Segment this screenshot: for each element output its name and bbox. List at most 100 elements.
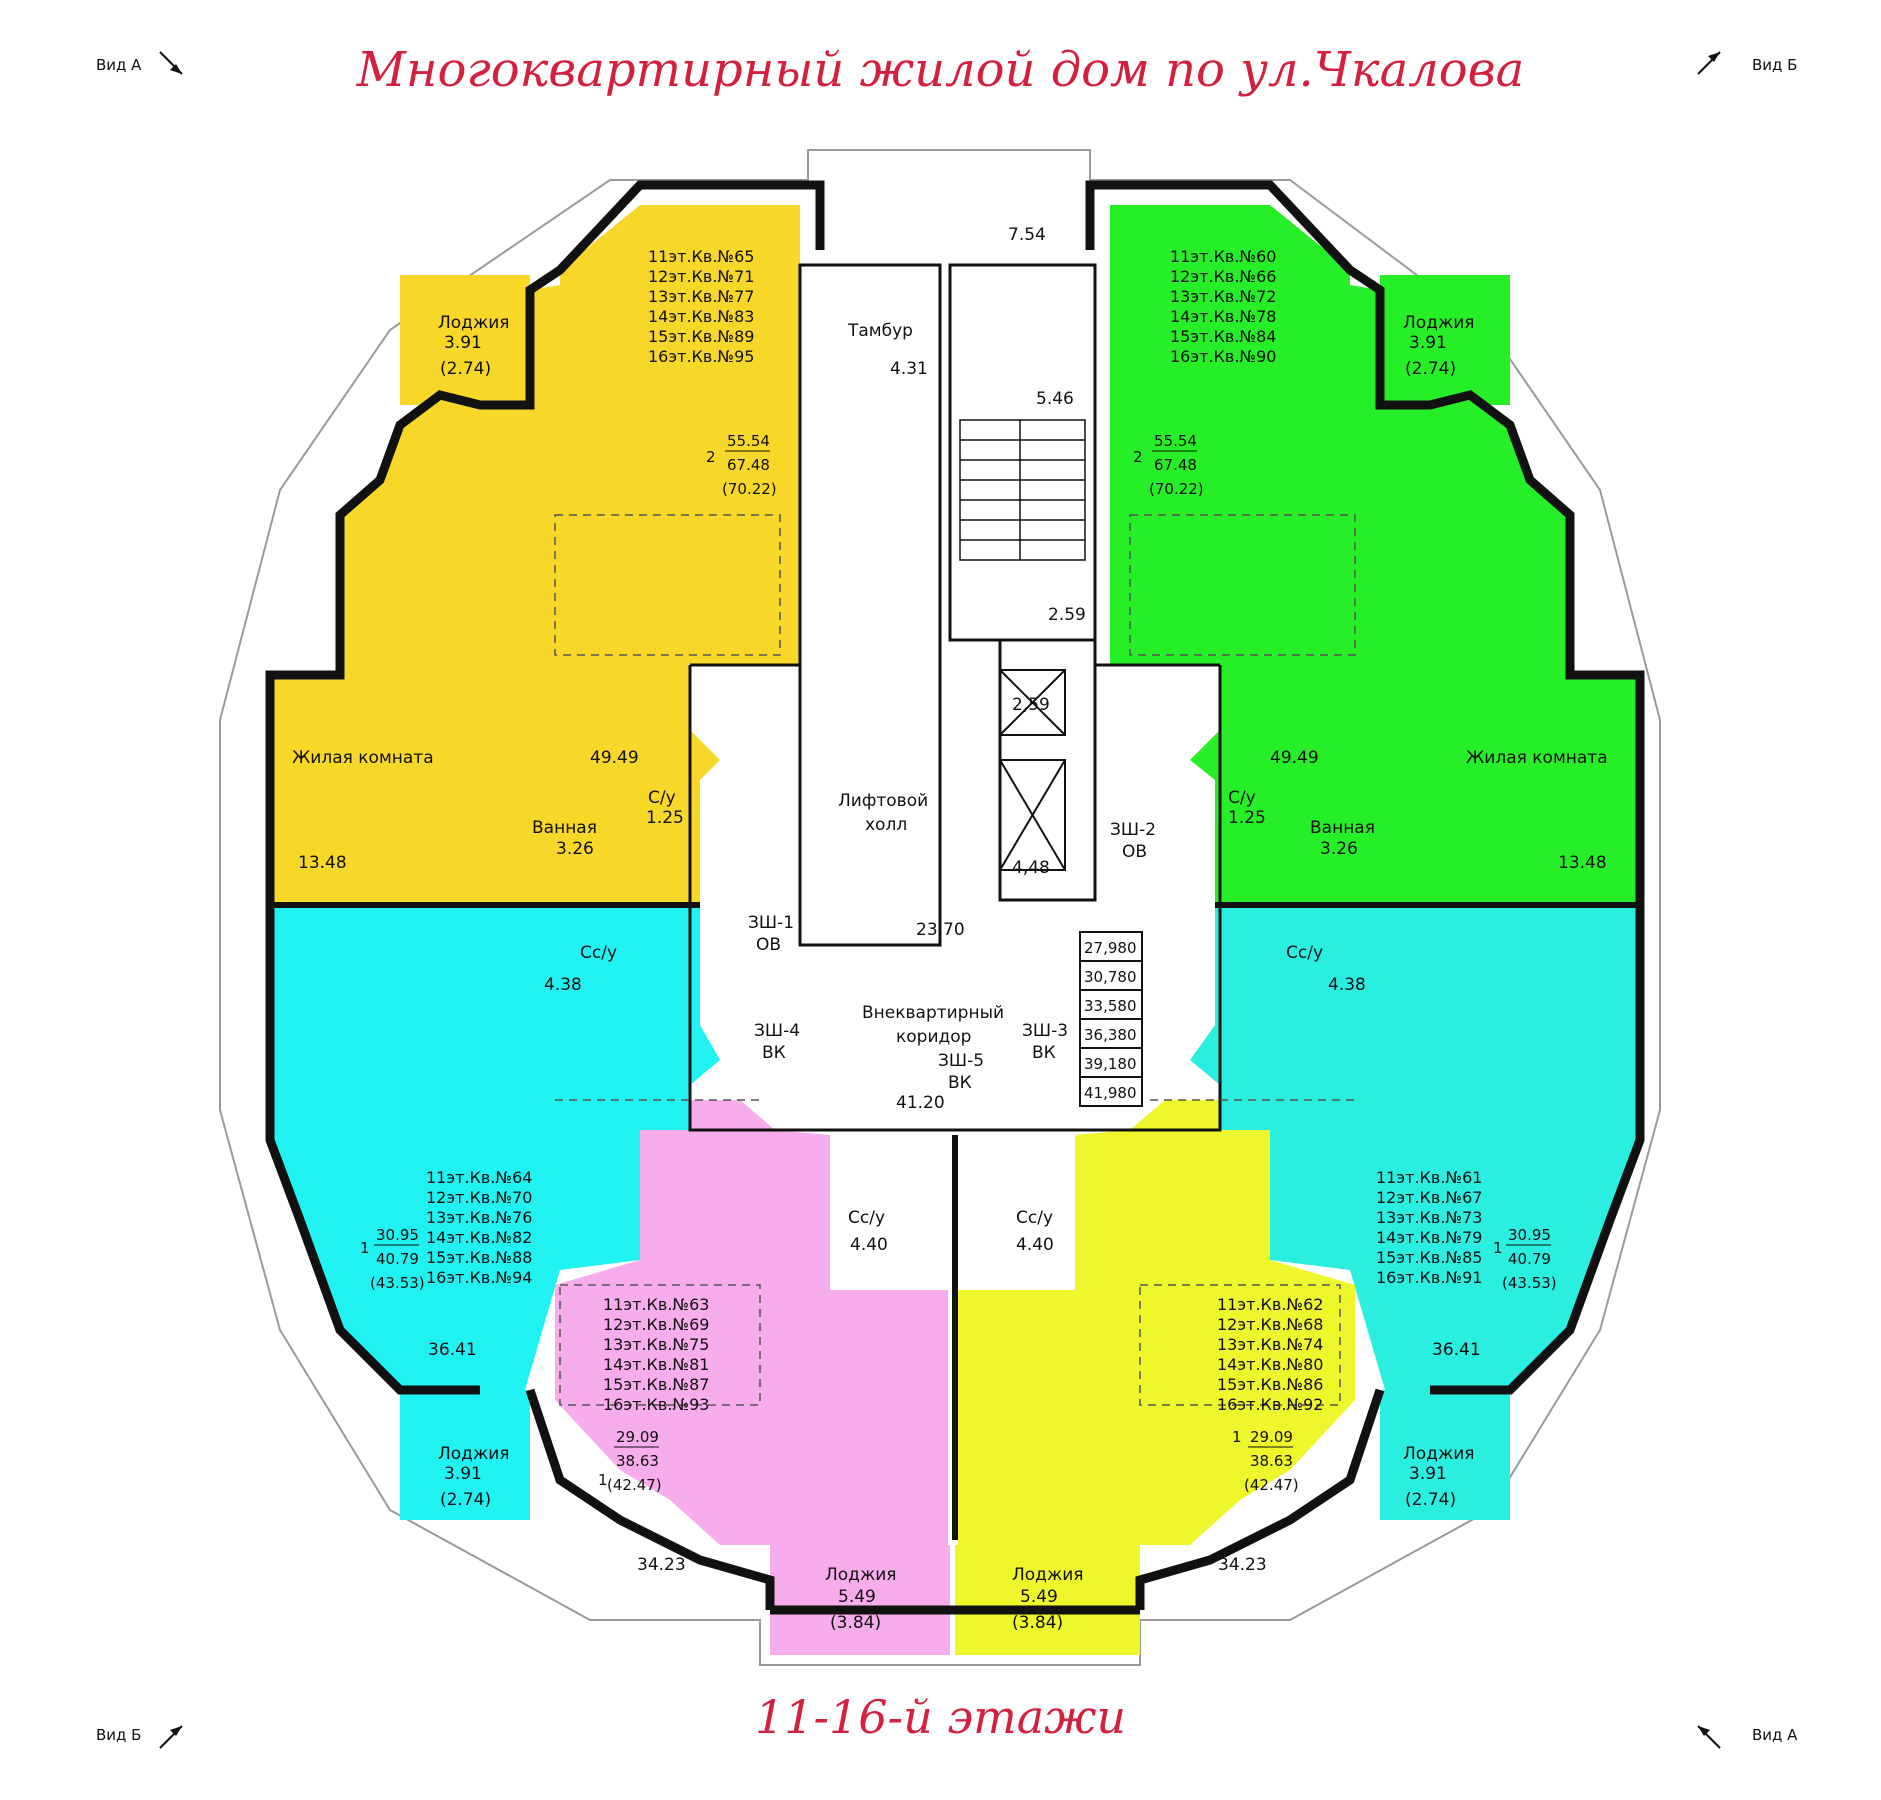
area-total: 38.63 xyxy=(616,1452,659,1470)
elevation-value: 41,980 xyxy=(1084,1084,1137,1102)
apartment-e-area xyxy=(1190,905,1640,1390)
area-total: 67.48 xyxy=(727,456,770,474)
wc-label: Сс/у xyxy=(1286,943,1323,963)
apartment-sw-numbers: 11эт.Кв.№63 12эт.Кв.№69 13эт.Кв.№75 14эт… xyxy=(603,1295,709,1414)
apartment-sw-area xyxy=(555,1100,948,1580)
lift-hall-label: Лифтовой xyxy=(838,791,928,811)
shaft-type: ВК xyxy=(948,1073,972,1093)
core-walls xyxy=(688,263,1222,1132)
area-living: 30.95 xyxy=(1508,1226,1551,1244)
apartment-nw-area xyxy=(270,205,800,905)
vestibule-label: Тамбур xyxy=(847,321,913,341)
loggia-area: 3.91 xyxy=(444,1464,482,1484)
apartment-number: 12эт.Кв.№71 xyxy=(648,267,754,286)
bath-label: Ванная xyxy=(1310,818,1375,838)
outer-walls xyxy=(265,180,1645,1615)
view-label-bottom-right: Вид А xyxy=(1752,1726,1798,1744)
room-label: Жилая комната xyxy=(292,748,434,768)
shaft-name: ЗШ-4 xyxy=(754,1021,800,1041)
wc-area: 1.25 xyxy=(646,808,684,828)
wc-area: 4.38 xyxy=(544,975,582,995)
apartment-nw-numbers: 11эт.Кв.№65 12эт.Кв.№71 13эт.Кв.№77 14эт… xyxy=(648,247,754,366)
partition-walls xyxy=(270,902,1640,1540)
loggia-reduced: (3.84) xyxy=(830,1613,881,1633)
area-with-loggia: (43.53) xyxy=(370,1274,425,1292)
apartment-number: 13эт.Кв.№76 xyxy=(426,1208,532,1227)
apartment-number: 11эт.Кв.№65 xyxy=(648,247,754,266)
apartment-number: 12эт.Кв.№69 xyxy=(603,1315,709,1334)
elevation-value: 33,580 xyxy=(1084,997,1137,1015)
wc-label: С/у xyxy=(648,788,676,808)
apartment-number: 12эт.Кв.№66 xyxy=(1170,267,1276,286)
wc-label: Сс/у xyxy=(848,1208,885,1228)
wc-label: С/у xyxy=(1228,788,1256,808)
apartment-number: 14эт.Кв.№78 xyxy=(1170,307,1276,326)
wc-label: Сс/у xyxy=(580,943,617,963)
loggia-w xyxy=(400,1390,530,1520)
apartment-number: 13эт.Кв.№72 xyxy=(1170,287,1276,306)
area-living: 29.09 xyxy=(616,1428,659,1446)
shaft-name: ЗШ-5 xyxy=(938,1051,984,1071)
facade-outline xyxy=(219,149,1661,1666)
apartment-number: 16эт.Кв.№95 xyxy=(648,347,754,366)
corridor-label: коридор xyxy=(896,1027,971,1047)
wc-area: 4.40 xyxy=(850,1235,888,1255)
apartment-number: 11эт.Кв.№64 xyxy=(426,1168,532,1187)
room-count: 2 xyxy=(706,448,716,466)
stair-area-bottom: 2.59 xyxy=(1048,605,1086,625)
apartment-number: 12эт.Кв.№68 xyxy=(1217,1315,1323,1334)
apartment-number: 13эт.Кв.№75 xyxy=(603,1335,709,1354)
loggia-reduced: (2.74) xyxy=(1405,1490,1456,1510)
view-label-top-left: Вид А xyxy=(96,56,142,74)
room-count: 1 xyxy=(1232,1428,1242,1446)
area-with-loggia: (70.22) xyxy=(722,480,777,498)
apartment-number: 14эт.Кв.№80 xyxy=(1217,1355,1323,1374)
apartment-number: 13эт.Кв.№74 xyxy=(1217,1335,1323,1354)
loggia-reduced: (3.84) xyxy=(1012,1613,1063,1633)
loggia-reduced: (2.74) xyxy=(440,359,491,379)
staircase xyxy=(959,419,1086,561)
apartment-w-area xyxy=(270,905,720,1390)
entrance-area: 7.54 xyxy=(1008,225,1046,245)
apartment-number: 14эт.Кв.№81 xyxy=(603,1355,709,1374)
room-area: 36.41 xyxy=(428,1340,477,1360)
room-count: 2 xyxy=(1133,448,1143,466)
shaft-name: ЗШ-1 xyxy=(748,913,794,933)
elevation-value: 27,980 xyxy=(1084,939,1137,957)
apartment-number: 15эт.Кв.№85 xyxy=(1376,1248,1482,1267)
apartment-number: 15эт.Кв.№86 xyxy=(1217,1375,1323,1394)
page-title: Многоквартирный жилой дом по ул.Чкалова xyxy=(356,42,1525,98)
shaft-name: ЗШ-2 xyxy=(1110,820,1156,840)
view-marker-top-right: Вид Б xyxy=(1697,51,1797,75)
room-count: 1 xyxy=(360,1239,370,1257)
apartment-w-numbers: 11эт.Кв.№64 12эт.Кв.№70 13эт.Кв.№76 14эт… xyxy=(426,1168,532,1287)
loggia-area: 3.91 xyxy=(444,333,482,353)
area-living: 30.95 xyxy=(376,1226,419,1244)
loggia-label: Лоджия xyxy=(1012,1565,1084,1585)
loggia-label: Лоджия xyxy=(1403,313,1475,333)
room-count: 1 xyxy=(1493,1239,1503,1257)
room-label: Жилая комната xyxy=(1466,748,1608,768)
loggia-sw xyxy=(770,1545,950,1655)
room-area: 36.41 xyxy=(1432,1340,1481,1360)
shaft-type: ВК xyxy=(762,1043,786,1063)
area-total: 40.79 xyxy=(376,1250,419,1268)
loggia-label: Лоджия xyxy=(438,1444,510,1464)
room-area: 13.48 xyxy=(298,853,347,873)
apartment-number: 13эт.Кв.№77 xyxy=(648,287,754,306)
view-label-bottom-left: Вид Б xyxy=(96,1726,141,1744)
wc-area: 4.40 xyxy=(1016,1235,1054,1255)
elevation-table xyxy=(1079,931,1143,1107)
apartment-number: 11эт.Кв.№60 xyxy=(1170,247,1276,266)
shaft-type: ВК xyxy=(1032,1043,1056,1063)
apartment-number: 12эт.Кв.№67 xyxy=(1376,1188,1482,1207)
loggia-label: Лоджия xyxy=(825,1565,897,1585)
wc-area: 4.38 xyxy=(1328,975,1366,995)
shaft-type: ОВ xyxy=(756,935,781,955)
apartment-number: 15эт.Кв.№84 xyxy=(1170,327,1276,346)
area-total: 40.79 xyxy=(1508,1250,1551,1268)
loggia-area: 5.49 xyxy=(1020,1587,1058,1607)
room-area: 34.23 xyxy=(1218,1555,1267,1575)
apartment-number: 15эт.Кв.№87 xyxy=(603,1375,709,1394)
